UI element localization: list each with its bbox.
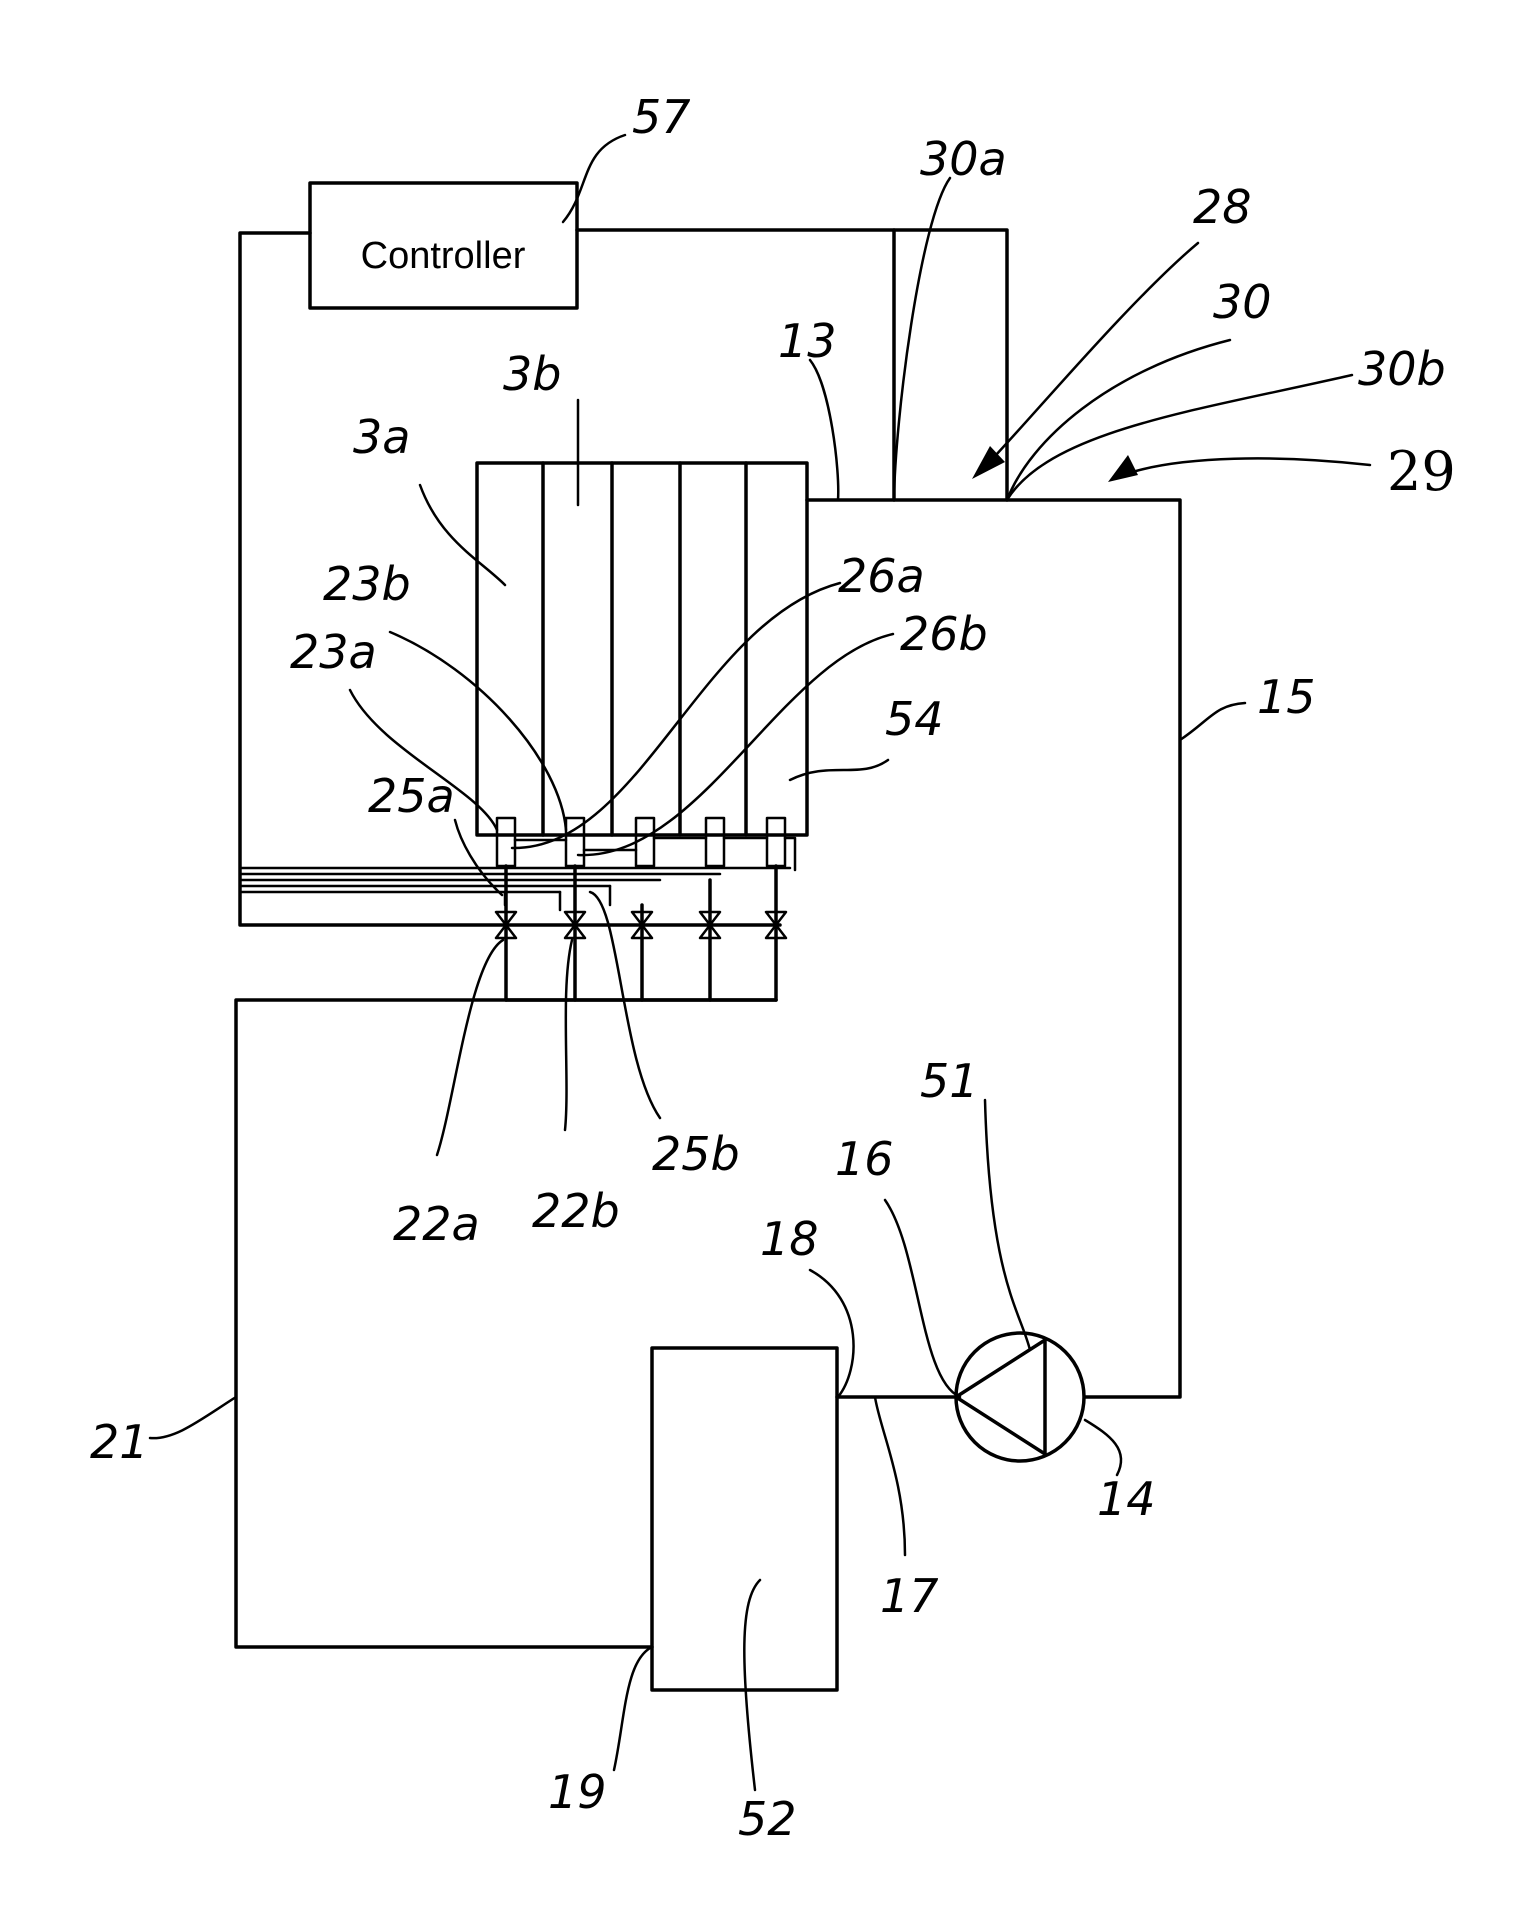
label-52: 52 <box>738 1792 797 1846</box>
arrow-29-leader <box>1123 458 1370 475</box>
label-23a: 23a <box>290 625 377 679</box>
label-29: 29 <box>1387 440 1456 503</box>
leader-15 <box>1180 703 1245 740</box>
label-26a: 26a <box>838 549 925 603</box>
supply-line-15 <box>807 500 1180 1397</box>
controller-wire-left <box>240 233 780 925</box>
sensor-4 <box>706 818 724 866</box>
label-26b: 26b <box>900 607 988 661</box>
label-30: 30 <box>1213 275 1272 329</box>
leader-57 <box>563 135 625 222</box>
label-30a: 30a <box>920 132 1007 186</box>
leader-22b <box>565 940 572 1130</box>
leader-16 <box>885 1200 960 1397</box>
control-signal-drops <box>505 886 610 910</box>
cell-stack <box>477 463 807 835</box>
label-18: 18 <box>760 1212 819 1266</box>
leader-51 <box>985 1100 1030 1350</box>
label-3a: 3a <box>353 410 410 464</box>
label-28: 28 <box>1193 180 1252 234</box>
label-21: 21 <box>90 1415 149 1469</box>
label-16: 16 <box>835 1132 894 1186</box>
label-22a: 22a <box>393 1197 480 1251</box>
leader-30a <box>894 178 950 500</box>
label-17: 17 <box>880 1569 939 1623</box>
control-signal-bus <box>240 868 790 892</box>
leader-54 <box>790 760 888 780</box>
leader-17 <box>875 1397 905 1555</box>
label-22b: 22b <box>532 1184 620 1238</box>
pump-51 <box>956 1333 1084 1461</box>
leader-19 <box>614 1647 652 1770</box>
arrow-28-leader <box>982 243 1198 470</box>
sensor-5 <box>767 818 785 866</box>
label-25a: 25a <box>368 769 455 823</box>
label-13: 13 <box>778 314 837 368</box>
arrow-29-head <box>1108 455 1138 482</box>
leader-13 <box>810 360 838 500</box>
return-line-21 <box>236 1000 776 1647</box>
leader-14 <box>1085 1420 1121 1475</box>
leader-30b <box>1007 375 1352 500</box>
label-25b: 25b <box>652 1127 740 1181</box>
label-30b: 30b <box>1358 342 1446 396</box>
leader-21 <box>150 1397 236 1438</box>
label-57: 57 <box>632 90 691 144</box>
sensors <box>497 818 785 866</box>
label-54: 54 <box>885 692 944 746</box>
label-19: 19 <box>548 1765 607 1819</box>
sensor-1 <box>497 818 515 866</box>
leader-18 <box>810 1270 854 1397</box>
label-14: 14 <box>1097 1472 1156 1526</box>
leader-lines <box>150 135 1352 1790</box>
label-3b: 3b <box>503 347 561 401</box>
leader-26b <box>578 634 893 855</box>
controller-label: Controller <box>361 235 526 277</box>
label-23b: 23b <box>323 557 411 611</box>
label-51: 51 <box>920 1054 979 1108</box>
label-15: 15 <box>1257 670 1316 724</box>
leader-3a <box>420 485 505 585</box>
leader-22a <box>437 940 503 1155</box>
leader-52 <box>744 1580 760 1790</box>
